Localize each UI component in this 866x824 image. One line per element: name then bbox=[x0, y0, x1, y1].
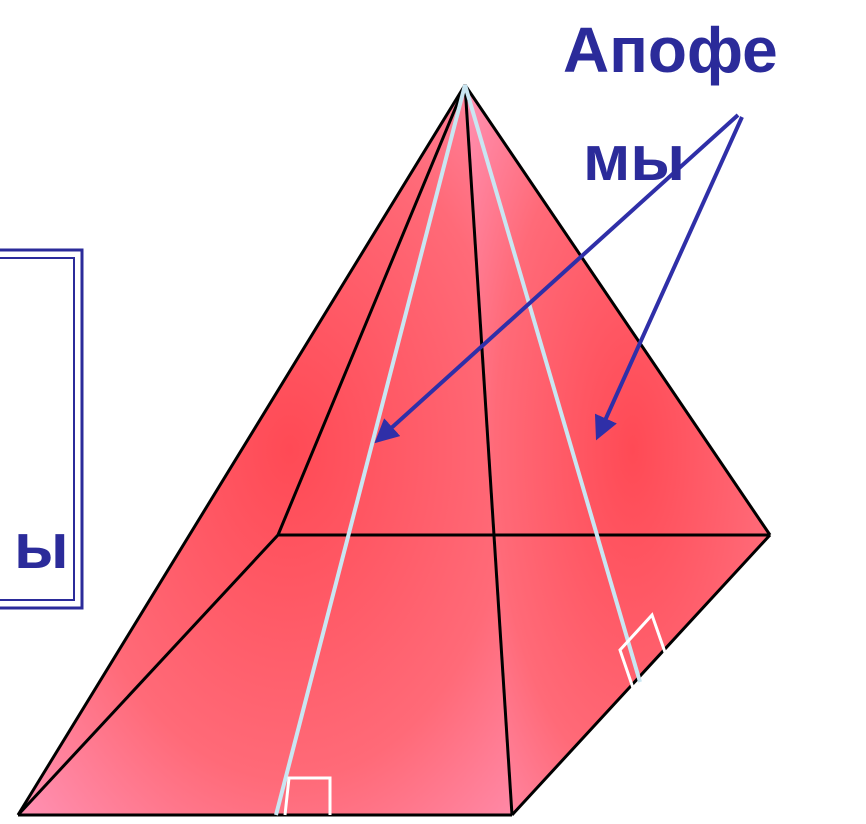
lateral-edge-right bbox=[463, 84, 772, 536]
side-text-box: ы bbox=[0, 248, 84, 610]
base-right-edge bbox=[510, 533, 772, 817]
apothem-right bbox=[463, 84, 642, 683]
apothems-label-line2: мы bbox=[583, 122, 685, 194]
lateral-edge-back-left bbox=[276, 84, 467, 536]
apothem-arrows bbox=[374, 113, 744, 444]
right-angle-mark-right bbox=[618, 612, 669, 689]
arrow-to-front-apothem bbox=[374, 113, 740, 444]
arrow-to-right-apothem bbox=[594, 116, 744, 441]
right-angle-mark-front bbox=[283, 776, 332, 816]
side-text-fragment: ы bbox=[14, 510, 69, 582]
pyramid bbox=[16, 84, 772, 817]
lateral-edge-front bbox=[463, 84, 514, 816]
apothem-front bbox=[274, 84, 467, 816]
base-left-edge bbox=[16, 533, 280, 817]
apothems-label: Апофе мы bbox=[563, 14, 778, 194]
pyramid-right-face bbox=[465, 85, 770, 815]
apothems-label-line1: Апофе bbox=[563, 14, 778, 86]
lateral-edge-left bbox=[16, 84, 467, 816]
